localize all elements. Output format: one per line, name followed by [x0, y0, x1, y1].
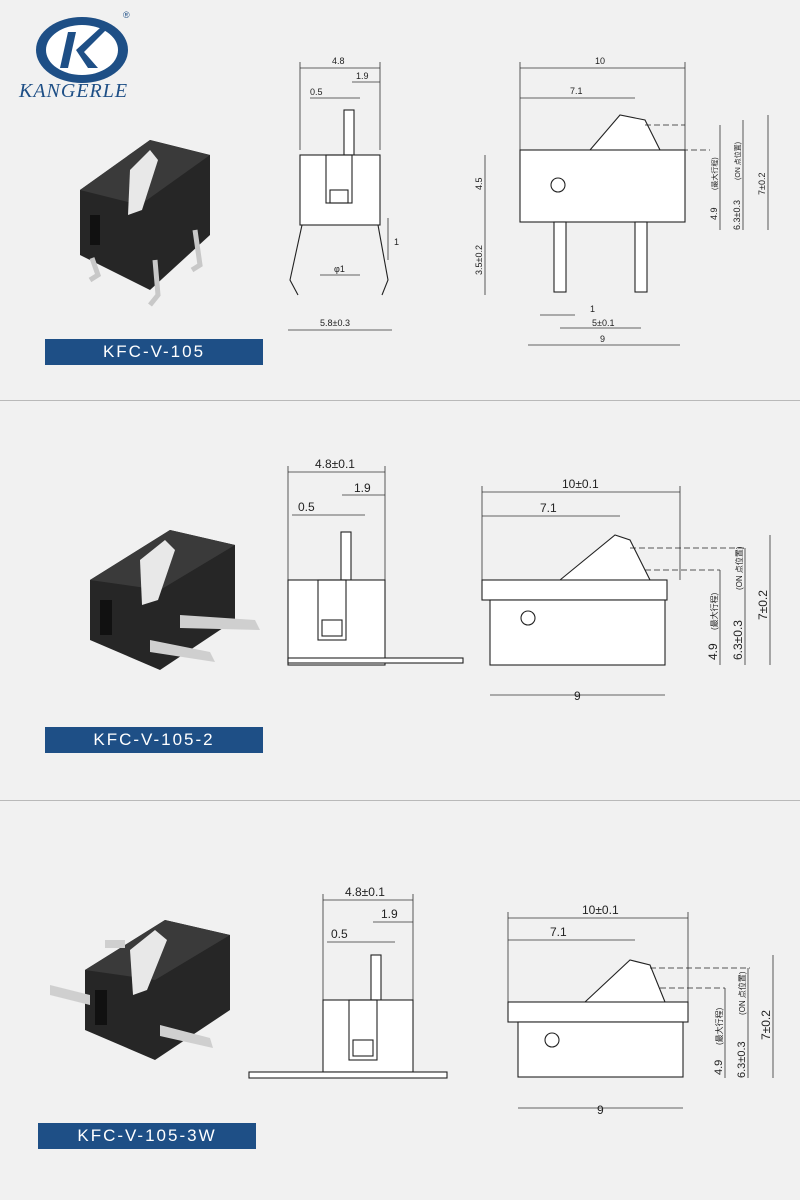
dim-pin-len: 1 — [394, 237, 399, 247]
product-section-2: KFC-V-105-2 4.8±0.1 1.9 0.5 10±0.1 7.1 9… — [0, 400, 800, 800]
dim-on-pos: 6.3±0.3 — [732, 200, 742, 230]
dim-body-h: 4.5 — [474, 177, 484, 190]
dim-on-note: (ON 点位置) — [733, 142, 742, 180]
model-label: KFC-V-105 — [45, 339, 263, 365]
dim-pin-pitch: 5±0.1 — [592, 318, 614, 328]
dim-width: 4.8±0.1 — [345, 885, 385, 899]
dim-height: 7±0.2 — [757, 173, 767, 195]
dim-travel-note: (最大行程) — [709, 592, 719, 630]
product-section-1: KFC-V-105 4.8 1.9 0.5 1 φ1 5.8±0.3 10 7.… — [0, 0, 800, 400]
dim-lever-pos: 7.1 — [550, 925, 567, 939]
dim-base: 9 — [574, 689, 581, 703]
dim-pin-span: 5.8±0.3 — [320, 318, 350, 328]
dim-on-note: (ON 点位置) — [734, 546, 744, 590]
dim-travel-note: (最大行程) — [714, 1007, 724, 1045]
dim-lever: 0.5 — [331, 927, 348, 941]
dim-length: 10±0.1 — [582, 903, 619, 917]
dim-travel: 4.9 — [709, 207, 719, 220]
product-photo — [90, 530, 260, 670]
front-view-drawing: 10 7.1 4.5 3.5±0.2 1 5±0.1 9 4.9 (最大行程) … — [474, 56, 769, 346]
model-label: KFC-V-105-3W — [38, 1123, 256, 1149]
dim-length: 10 — [595, 56, 605, 66]
product-section-3: KFC-V-105-3W 4.8±0.1 1.9 0.5 10±0.1 7.1 … — [0, 800, 800, 1200]
dim-lever-pos: 7.1 — [540, 501, 557, 515]
dim-base: 9 — [600, 334, 605, 344]
dim-on-note: (ON 点位置) — [737, 971, 747, 1015]
section-divider — [0, 400, 800, 401]
brand-logo — [10, 10, 160, 110]
dim-travel: 4.9 — [706, 643, 720, 660]
dim-width: 4.8±0.1 — [315, 457, 355, 471]
dim-lever: 0.5 — [310, 87, 323, 97]
product-photo — [50, 920, 230, 1060]
dim-height: 7±0.2 — [756, 590, 770, 620]
dim-on-pos: 6.3±0.3 — [736, 1041, 748, 1078]
front-view-drawing: 10±0.1 7.1 9 4.9 (最大行程) 6.3±0.3 (ON 点位置)… — [481, 477, 771, 703]
dim-pin-w: 1 — [590, 304, 595, 314]
dim-width: 4.8 — [332, 56, 345, 66]
dim-lever-pos: 7.1 — [570, 86, 583, 96]
registered-mark: ® — [123, 10, 130, 20]
brand-name: KANGERLE — [19, 80, 129, 102]
kangerle-logo-icon — [36, 17, 128, 83]
dim-offset: 1.9 — [356, 71, 369, 81]
section-divider — [0, 800, 800, 801]
product-photo — [80, 140, 210, 307]
dim-travel-note: (最大行程) — [710, 157, 719, 190]
dim-height: 7±0.2 — [759, 1010, 773, 1040]
dim-on-pos: 6.3±0.3 — [731, 620, 745, 660]
model-label: KFC-V-105-2 — [45, 727, 263, 753]
dim-offset: 1.9 — [354, 481, 371, 495]
side-view-drawing: 4.8 1.9 0.5 1 φ1 5.8±0.3 — [288, 56, 399, 331]
side-view-drawing: 4.8±0.1 1.9 0.5 — [248, 885, 448, 1079]
dim-lever: 0.5 — [298, 500, 315, 514]
dim-offset: 1.9 — [381, 907, 398, 921]
side-view-drawing: 4.8±0.1 1.9 0.5 — [287, 457, 464, 666]
dim-pin-dia: φ1 — [334, 264, 345, 274]
dim-length: 10±0.1 — [562, 477, 599, 491]
dim-travel: 4.9 — [713, 1060, 725, 1075]
front-view-drawing: 10±0.1 7.1 9 4.9 (最大行程) 6.3±0.3 (ON 点位置)… — [507, 903, 774, 1117]
dim-pin-h: 3.5±0.2 — [474, 245, 484, 275]
dim-base: 9 — [597, 1103, 604, 1117]
